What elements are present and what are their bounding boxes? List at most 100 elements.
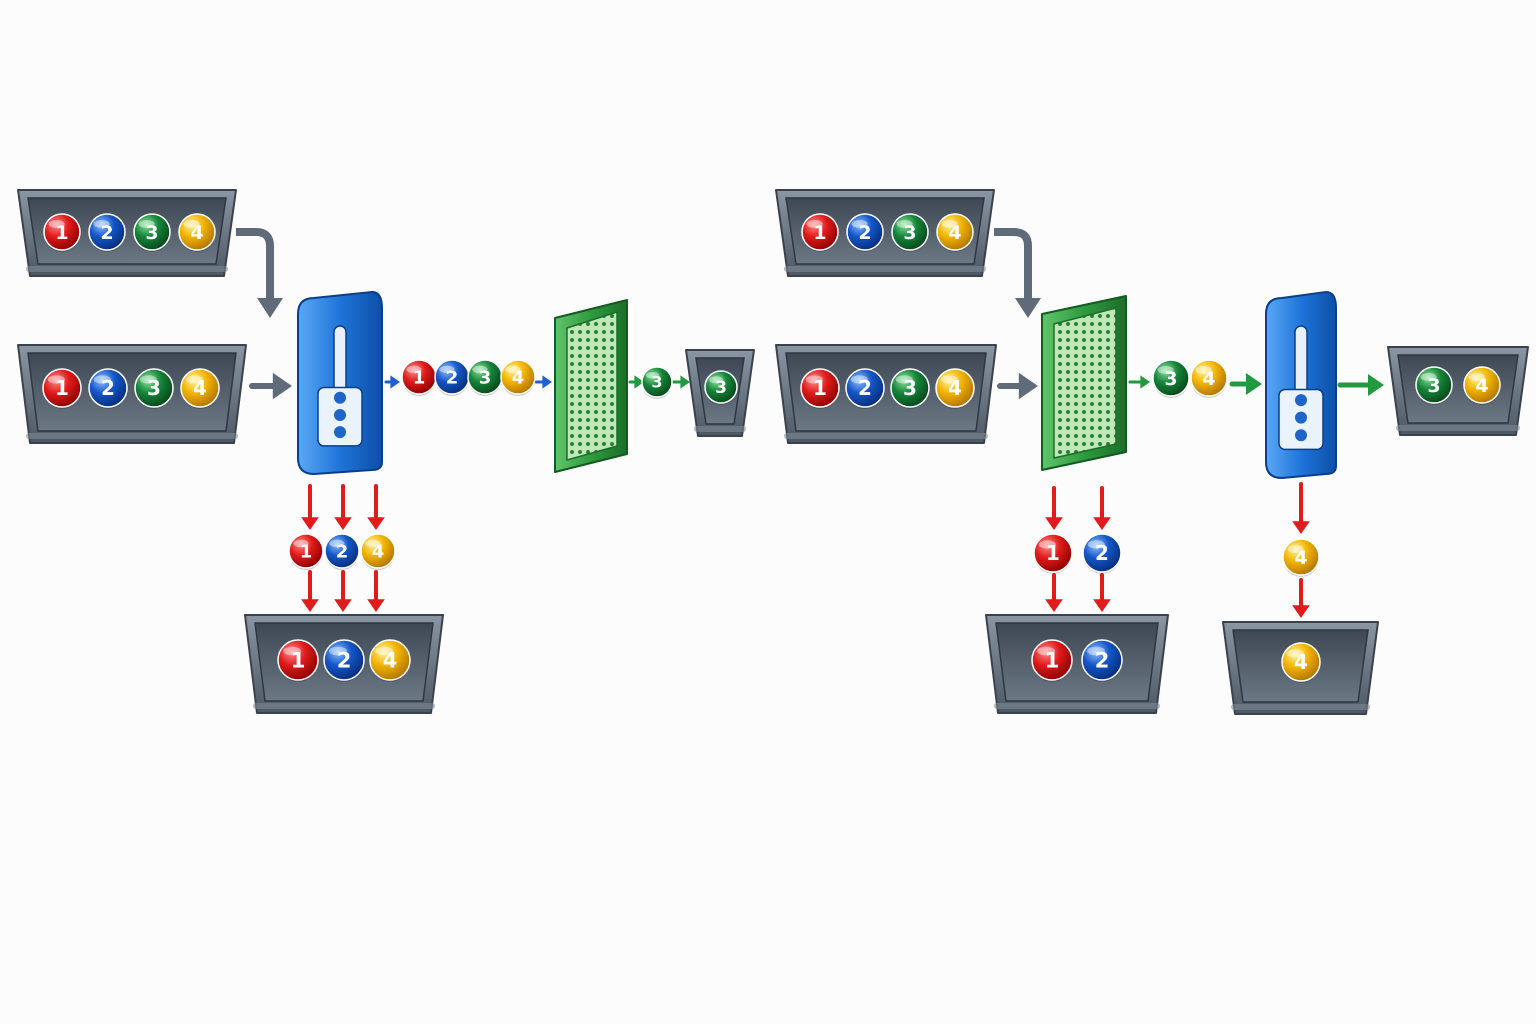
left-reject-tray-ball-4: 4 — [369, 639, 411, 682]
left-flow-ball-2: 2 — [434, 359, 470, 396]
ball-label: 1 — [291, 649, 306, 673]
right-gate-tray-ball-4: 4 — [1281, 642, 1321, 683]
left-gate-to-flow-arrow — [384, 375, 400, 389]
ball-label: 1 — [1046, 541, 1060, 565]
ball-label: 3 — [147, 376, 161, 400]
ball-label: 2 — [1095, 649, 1110, 673]
ball-label: 3 — [1164, 368, 1177, 390]
left-reject-tray-ball-2: 2 — [323, 639, 365, 682]
right-filter-reject-ball-1: 1 — [1033, 533, 1073, 574]
ball-label: 3 — [651, 373, 662, 392]
left-bottom-to-gate-arrow — [249, 372, 292, 400]
left-top-ball-1: 1 — [43, 213, 81, 252]
left-gate-down-arrow-1 — [301, 484, 319, 530]
right-filter-pass-ball-4: 4 — [1190, 359, 1228, 398]
left-filter-pass-ball-3: 3 — [641, 366, 673, 399]
right-filter-down-arrow-1 — [1045, 486, 1063, 530]
right-input-tray-top — [775, 189, 995, 277]
right-input-tray-bottom — [775, 344, 997, 444]
left-gate-reject-ball-4: 4 — [360, 533, 396, 570]
ball-label: 4 — [1202, 368, 1215, 390]
left-top-to-gate-arrow — [236, 228, 283, 318]
ball-label: 1 — [55, 222, 68, 244]
ball-label: 4 — [190, 222, 203, 244]
left-reject-down-arrow-2 — [334, 570, 352, 612]
ball-label: 2 — [100, 222, 113, 244]
right-filter-down-arrow-2 — [1093, 486, 1111, 530]
ball-label: 2 — [1095, 541, 1109, 565]
right-gate-device — [1265, 290, 1337, 480]
left-bottom-ball-4: 4 — [180, 368, 220, 409]
ball-label: 3 — [1427, 375, 1440, 397]
ball-label: 4 — [1294, 547, 1307, 569]
left-flow-ball-3: 3 — [467, 359, 503, 396]
left-ball-to-output-arrow — [670, 375, 690, 389]
ball-label: 1 — [813, 222, 826, 244]
right-top-ball-4: 4 — [936, 213, 974, 252]
ball-label: 4 — [1475, 375, 1488, 397]
right-bottom-to-filter-arrow — [997, 372, 1038, 400]
left-input-tray-top — [17, 189, 237, 277]
right-gate-reject-ball-4: 4 — [1282, 538, 1320, 577]
right-top-ball-2: 2 — [846, 213, 884, 252]
ball-label: 3 — [715, 378, 727, 398]
left-gate-device — [297, 290, 383, 476]
ball-label: 2 — [446, 367, 459, 388]
right-top-to-filter-arrow — [994, 228, 1041, 318]
left-reject-down-arrow-1 — [301, 570, 319, 612]
right-output-ball-3: 3 — [1415, 366, 1453, 405]
left-filter-to-ball-arrow — [628, 375, 644, 389]
right-bottom-ball-3: 3 — [890, 368, 930, 409]
ball-label: 4 — [512, 367, 525, 388]
right-filter-reject-tray — [985, 614, 1169, 714]
right-gate-down-arrow — [1292, 482, 1310, 534]
right-bottom-ball-1: 1 — [800, 368, 840, 409]
right-bottom-ball-2: 2 — [845, 368, 885, 409]
ball-label: 3 — [479, 367, 492, 388]
ball-label: 3 — [903, 222, 916, 244]
left-gate-down-arrow-3 — [367, 484, 385, 530]
left-gate-reject-ball-1: 1 — [288, 533, 324, 570]
ball-label: 1 — [300, 541, 313, 562]
right-filter-reject-ball-2: 2 — [1082, 533, 1122, 574]
ball-label: 4 — [372, 541, 385, 562]
right-output-tray — [1387, 346, 1529, 436]
left-mesh-filter — [554, 299, 628, 473]
ball-label: 1 — [813, 376, 827, 400]
right-top-ball-3: 3 — [891, 213, 929, 252]
left-bottom-ball-1: 1 — [42, 368, 82, 409]
left-flow-ball-4: 4 — [500, 359, 536, 396]
right-balls-to-gate-arrow — [1229, 373, 1262, 395]
left-output-ball-3: 3 — [704, 370, 738, 405]
left-input-tray-bottom — [17, 344, 247, 444]
ball-label: 2 — [101, 376, 115, 400]
ball-label: 1 — [413, 367, 426, 388]
right-output-ball-4: 4 — [1463, 366, 1501, 405]
right-filter-pass-ball-3: 3 — [1152, 359, 1190, 398]
ball-label: 3 — [145, 222, 158, 244]
ball-label: 1 — [55, 376, 69, 400]
right-top-ball-1: 1 — [801, 213, 839, 252]
ball-label: 1 — [1045, 649, 1060, 673]
right-mesh-filter — [1041, 295, 1127, 471]
right-filter-tray-ball-1: 1 — [1031, 639, 1073, 682]
ball-label: 4 — [948, 376, 962, 400]
right-filter-tray-arrow-1 — [1045, 573, 1063, 612]
ball-label: 4 — [383, 649, 398, 673]
left-reject-down-arrow-3 — [367, 570, 385, 612]
right-gate-tray-arrow — [1292, 578, 1310, 618]
left-bottom-ball-3: 3 — [134, 368, 174, 409]
ball-label: 2 — [858, 376, 872, 400]
left-gate-reject-ball-2: 2 — [324, 533, 360, 570]
ball-label: 4 — [193, 376, 207, 400]
left-gate-down-arrow-2 — [334, 484, 352, 530]
right-filter-tray-arrow-2 — [1093, 573, 1111, 612]
right-filter-to-balls-arrow — [1128, 375, 1150, 389]
ball-label: 2 — [337, 649, 352, 673]
left-flow-ball-1: 1 — [401, 359, 437, 396]
ball-label: 4 — [948, 222, 961, 244]
right-gate-to-output-arrow — [1337, 374, 1384, 396]
ball-label: 4 — [1294, 650, 1308, 674]
ball-label: 2 — [858, 222, 871, 244]
